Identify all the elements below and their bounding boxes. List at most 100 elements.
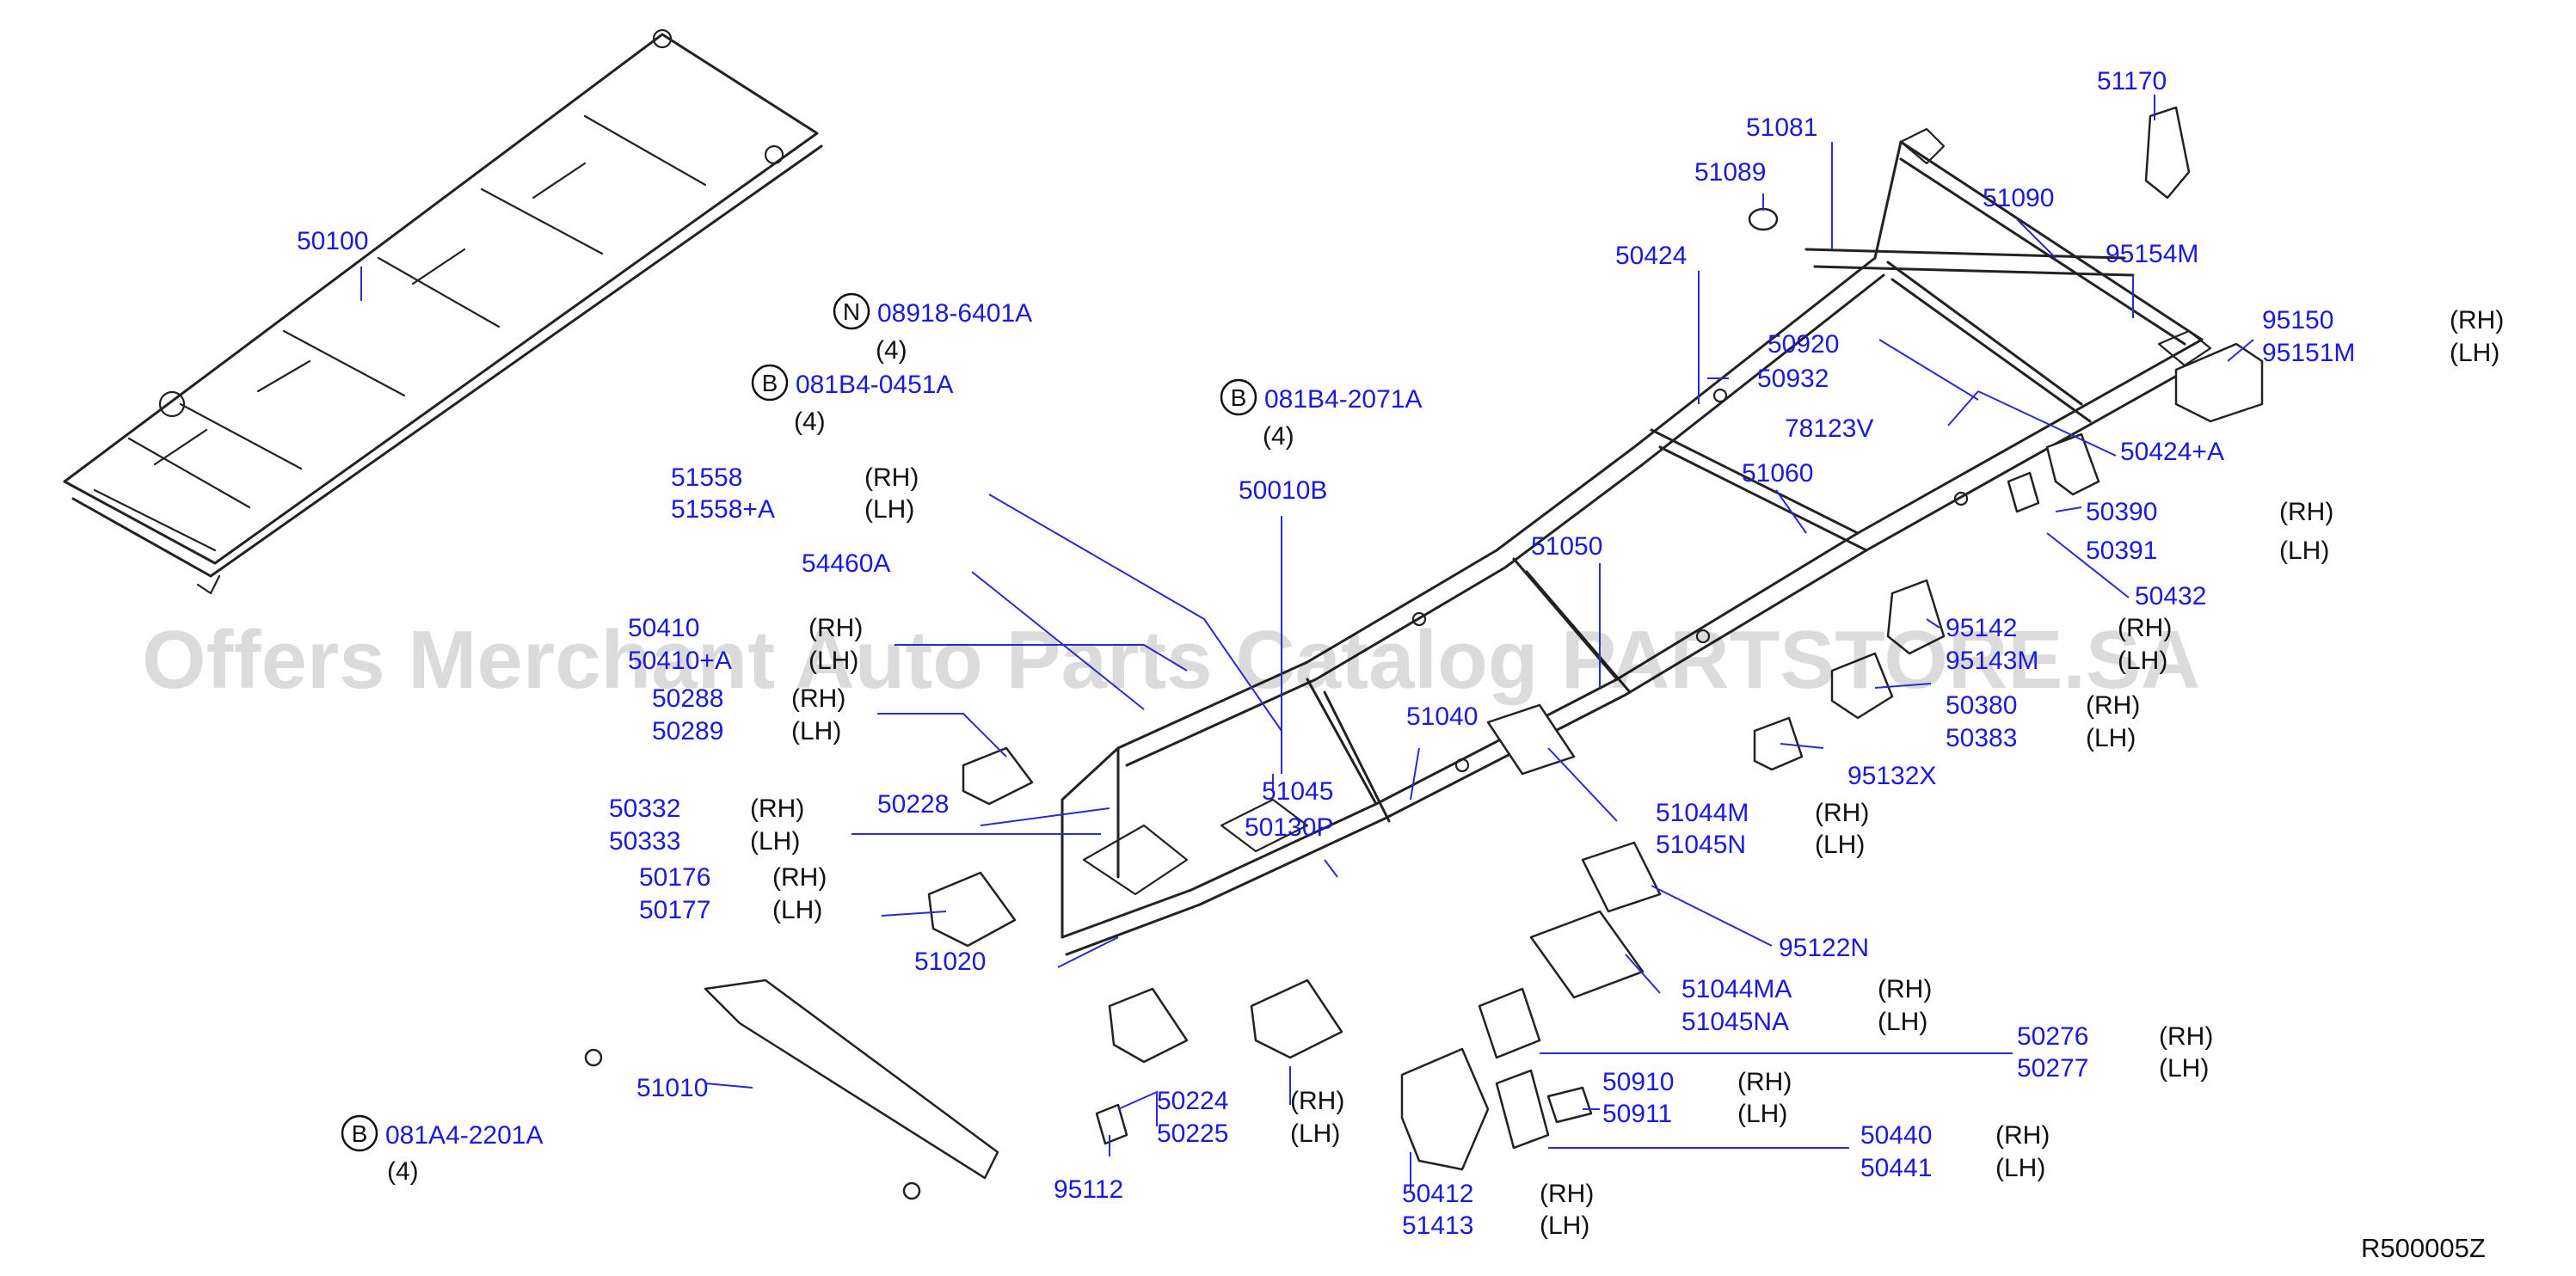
side-rh-50410: (RH)	[808, 614, 863, 642]
part-label-50383[interactable]: 50383	[1946, 724, 2017, 752]
side-rh-50390: (RH)	[2279, 498, 2333, 526]
side-lh-50383: (LH)	[2086, 724, 2136, 752]
part-label-50288[interactable]: 50288	[652, 684, 723, 713]
part-label-51045[interactable]: 51045	[1262, 777, 1333, 806]
side-lh-95143M: (LH)	[2118, 647, 2167, 675]
fastener-type-circle	[833, 292, 870, 330]
side-rh-95150: (RH)	[2450, 306, 2504, 334]
part-label-95132X[interactable]: 95132X	[1847, 762, 1936, 790]
part-label-51558[interactable]: 51558	[671, 463, 742, 492]
frame-overview-illustration	[63, 28, 823, 595]
part-label-50424[interactable]: 50424	[1615, 242, 1687, 270]
side-lh-50911: (LH)	[1737, 1100, 1787, 1128]
detached-parts	[584, 106, 2264, 1200]
fastener-type-circle	[341, 1114, 378, 1152]
side-lh-50410-a: (LH)	[808, 647, 858, 675]
part-label-50911[interactable]: 50911	[1602, 1100, 1672, 1128]
part-label-51050[interactable]: 51050	[1531, 532, 1602, 561]
part-label-95122N[interactable]: 95122N	[1779, 934, 1869, 962]
part-label-50333[interactable]: 50333	[609, 827, 680, 856]
diagram-code: R500005Z	[2361, 1233, 2486, 1263]
fastener-callout-4[interactable]: B 081A4-2201A (4)	[341, 1114, 544, 1186]
part-label-95150[interactable]: 95150	[2262, 306, 2333, 334]
part-labels: 50100 51081 51170 51089 51090 50424 9515…	[297, 67, 2504, 1240]
fastener-qty: (4)	[876, 336, 907, 365]
part-label-51020[interactable]: 51020	[914, 948, 986, 976]
side-lh-50441: (LH)	[1995, 1154, 2045, 1182]
part-label-50380[interactable]: 50380	[1946, 691, 2017, 720]
part-label-78123V[interactable]: 78123V	[1785, 414, 1873, 443]
side-rh-50412: (RH)	[1540, 1180, 1594, 1208]
part-label-51081[interactable]: 51081	[1746, 113, 1817, 142]
part-label-50228[interactable]: 50228	[877, 790, 949, 819]
part-label-51090[interactable]: 51090	[1983, 184, 2054, 212]
fastener-qty: (4)	[794, 408, 826, 436]
part-label-51170[interactable]: 51170	[2097, 67, 2167, 95]
part-label-95151M[interactable]: 95151M	[2262, 339, 2355, 367]
part-label-51045N[interactable]: 51045N	[1656, 831, 1746, 859]
part-label-51045NA[interactable]: 51045NA	[1681, 1008, 1789, 1036]
side-lh-51045N: (LH)	[1815, 831, 1865, 859]
fastener-prefix: B	[352, 1120, 368, 1147]
side-lh-51045NA: (LH)	[1878, 1008, 1927, 1036]
fastener-number: 081B4-0451A	[796, 371, 954, 399]
part-label-50432[interactable]: 50432	[2135, 582, 2206, 610]
part-label-50332[interactable]: 50332	[609, 794, 680, 823]
side-rh-51044MA: (RH)	[1878, 975, 1932, 1003]
part-label-50441[interactable]: 50441	[1860, 1154, 1932, 1182]
part-label-50391[interactable]: 50391	[2086, 537, 2157, 565]
fastener-prefix: B	[1231, 384, 1247, 411]
part-label-95154M[interactable]: 95154M	[2106, 240, 2198, 268]
fastener-callouts: N 08918-6401A (4) B 081B4-0451A (4) B 08…	[341, 292, 1423, 1186]
fastener-callout-2[interactable]: B 081B4-0451A (4)	[751, 364, 954, 436]
side-rh-50176: (RH)	[772, 863, 827, 892]
side-lh-50277: (LH)	[2159, 1054, 2209, 1083]
side-rh-51558: (RH)	[864, 463, 919, 492]
part-label-50424-a[interactable]: 50424+A	[2120, 438, 2224, 466]
part-label-51413[interactable]: 51413	[1402, 1212, 1473, 1240]
fastener-callout-3[interactable]: B 081B4-2071A (4)	[1220, 378, 1423, 451]
part-label-50177[interactable]: 50177	[639, 896, 710, 924]
part-label-50224[interactable]: 50224	[1157, 1087, 1228, 1115]
part-label-50920[interactable]: 50920	[1768, 330, 1839, 359]
part-label-50932[interactable]: 50932	[1757, 365, 1829, 393]
part-label-95143M[interactable]: 95143M	[1946, 647, 2038, 675]
part-label-50276[interactable]: 50276	[2017, 1022, 2088, 1051]
side-lh-50225: (LH)	[1290, 1120, 1340, 1148]
part-label-50412[interactable]: 50412	[1402, 1180, 1473, 1208]
part-label-50410-a[interactable]: 50410+A	[628, 647, 732, 675]
side-rh-50288: (RH)	[791, 684, 845, 713]
side-rh-95142: (RH)	[2118, 614, 2172, 642]
fastener-qty: (4)	[1263, 422, 1294, 451]
part-label-51089[interactable]: 51089	[1694, 158, 1766, 187]
part-label-95142[interactable]: 95142	[1946, 614, 2017, 642]
fastener-number: 081A4-2201A	[385, 1121, 544, 1150]
part-label-50390[interactable]: 50390	[2086, 498, 2157, 526]
part-label-51060[interactable]: 51060	[1742, 459, 1813, 488]
part-label-51010[interactable]: 51010	[636, 1074, 708, 1102]
part-label-50277[interactable]: 50277	[2017, 1054, 2088, 1083]
part-label-50910[interactable]: 50910	[1602, 1068, 1674, 1096]
part-label-50100[interactable]: 50100	[297, 227, 368, 255]
part-label-51040[interactable]: 51040	[1406, 702, 1478, 731]
part-label-51558-a[interactable]: 51558+A	[671, 495, 775, 524]
part-label-50289[interactable]: 50289	[652, 717, 723, 745]
side-lh-50333: (LH)	[750, 827, 800, 856]
part-label-95112[interactable]: 95112	[1054, 1175, 1123, 1204]
part-label-50225[interactable]: 50225	[1157, 1120, 1228, 1148]
side-lh-95151M: (LH)	[2450, 339, 2499, 367]
fastener-qty: (4)	[387, 1157, 419, 1186]
part-label-51044M[interactable]: 51044M	[1656, 799, 1749, 827]
part-label-50010B[interactable]: 50010B	[1239, 476, 1327, 505]
part-label-50440[interactable]: 50440	[1860, 1121, 1932, 1150]
fastener-callout-1[interactable]: N 08918-6401A (4)	[833, 292, 1032, 365]
fastener-number: 08918-6401A	[877, 299, 1032, 328]
part-label-50130P[interactable]: 50130P	[1245, 813, 1333, 842]
part-label-51044MA[interactable]: 51044MA	[1681, 975, 1792, 1003]
fastener-number: 081B4-2071A	[1264, 385, 1423, 414]
part-label-50410[interactable]: 50410	[628, 614, 699, 642]
part-label-54460A[interactable]: 54460A	[802, 549, 890, 578]
part-label-50176[interactable]: 50176	[639, 863, 710, 892]
frame-main-illustration	[1061, 127, 2212, 956]
